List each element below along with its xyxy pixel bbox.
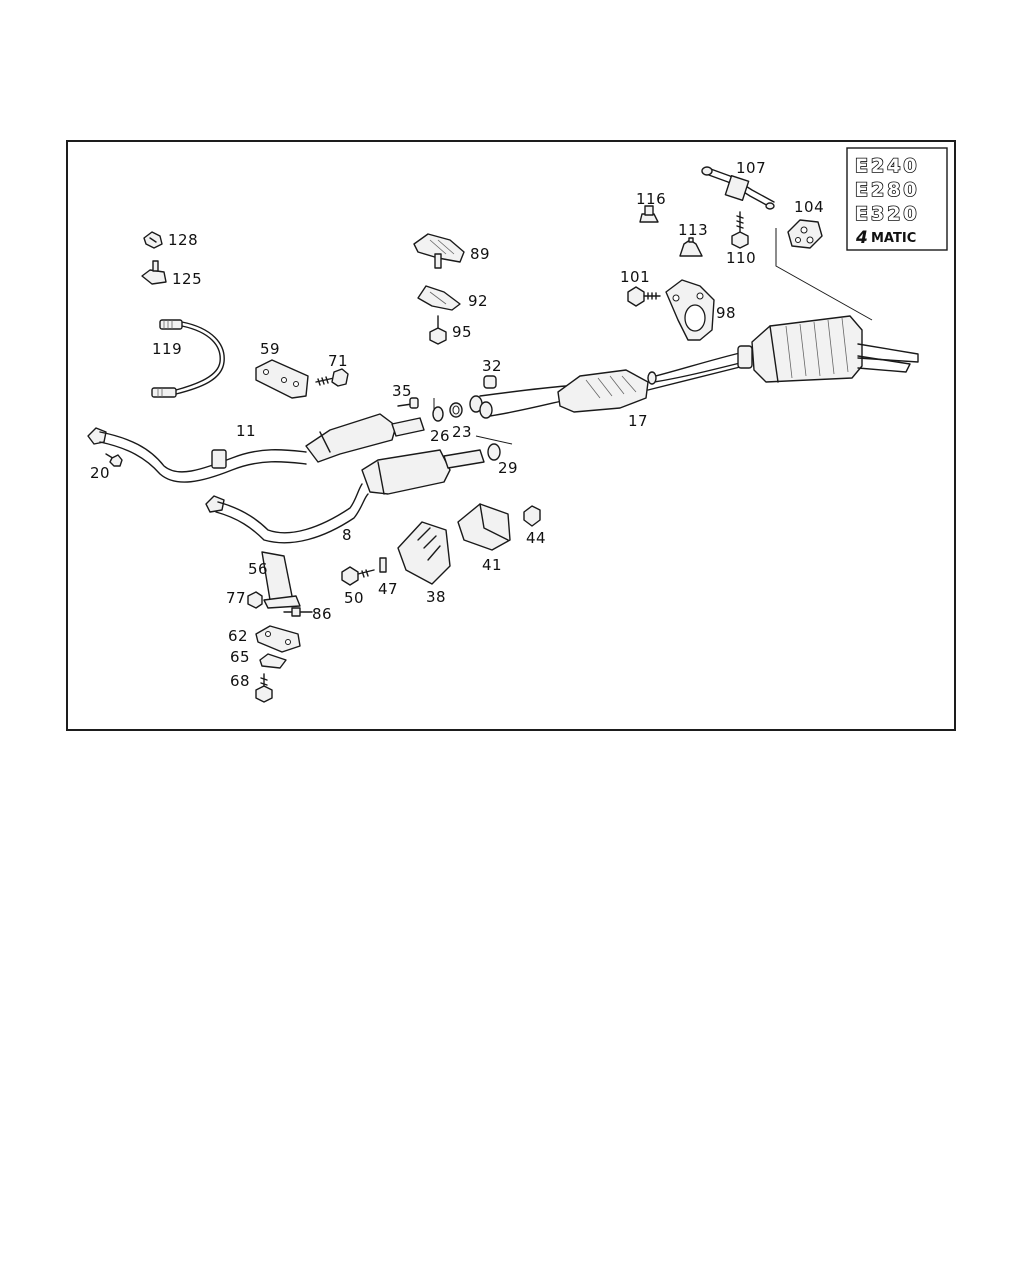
front-pipe-8 <box>205 443 501 544</box>
label-26: 26 <box>430 427 450 445</box>
label-59: 59 <box>260 340 280 358</box>
oxygen-sensor <box>151 319 225 398</box>
label-20: 20 <box>90 464 110 482</box>
label-128: 128 <box>168 231 198 249</box>
label-92: 92 <box>468 292 488 310</box>
model-badge-panel: E240 E280 E320 4 MATIC <box>846 147 948 251</box>
lower-bracket-group <box>341 503 541 586</box>
clip-group-left <box>141 231 167 285</box>
badge-4matic-digit: 4 <box>855 228 868 248</box>
label-29: 29 <box>498 459 518 477</box>
label-86: 86 <box>312 605 332 623</box>
label-107: 107 <box>736 159 766 177</box>
label-68: 68 <box>230 672 250 690</box>
part-labels: 107 116 104 113 110 128 125 89 92 95 101… <box>90 159 824 690</box>
label-98: 98 <box>716 304 736 322</box>
label-110: 110 <box>726 249 756 267</box>
label-101: 101 <box>620 268 650 286</box>
front-pipe-11 <box>87 397 463 483</box>
mount-plate-59 <box>255 359 349 399</box>
label-8: 8 <box>342 526 352 544</box>
label-89: 89 <box>470 245 490 263</box>
lower-left-bracket-group <box>247 551 313 703</box>
label-44: 44 <box>526 529 546 547</box>
label-95: 95 <box>452 323 472 341</box>
rear-hanger-group <box>639 166 873 321</box>
label-17: 17 <box>628 412 648 430</box>
label-116: 116 <box>636 190 666 208</box>
badge-e280: E280 <box>855 179 920 201</box>
label-23: 23 <box>452 423 472 441</box>
badge-e320: E320 <box>855 203 920 225</box>
label-62: 62 <box>228 627 248 645</box>
intermediate-pipe-17 <box>469 351 745 419</box>
label-32: 32 <box>482 357 502 375</box>
label-77: 77 <box>226 589 246 607</box>
rear-muffler <box>737 315 919 383</box>
badge-e240: E240 <box>855 155 920 177</box>
label-50: 50 <box>344 589 364 607</box>
badge-4matic-text: MATIC <box>871 231 916 246</box>
center-bracket-group <box>413 233 465 345</box>
label-71: 71 <box>328 352 348 370</box>
label-38: 38 <box>426 588 446 606</box>
label-65: 65 <box>230 648 250 666</box>
diagram-frame <box>66 140 956 731</box>
label-125: 125 <box>172 270 202 288</box>
label-47: 47 <box>378 580 398 598</box>
label-11: 11 <box>236 422 256 440</box>
label-104: 104 <box>794 198 824 216</box>
label-113: 113 <box>678 221 708 239</box>
label-56: 56 <box>248 560 268 578</box>
hanger-98-group <box>627 279 715 341</box>
label-35: 35 <box>392 382 412 400</box>
label-119: 119 <box>152 340 182 358</box>
label-41: 41 <box>482 556 502 574</box>
